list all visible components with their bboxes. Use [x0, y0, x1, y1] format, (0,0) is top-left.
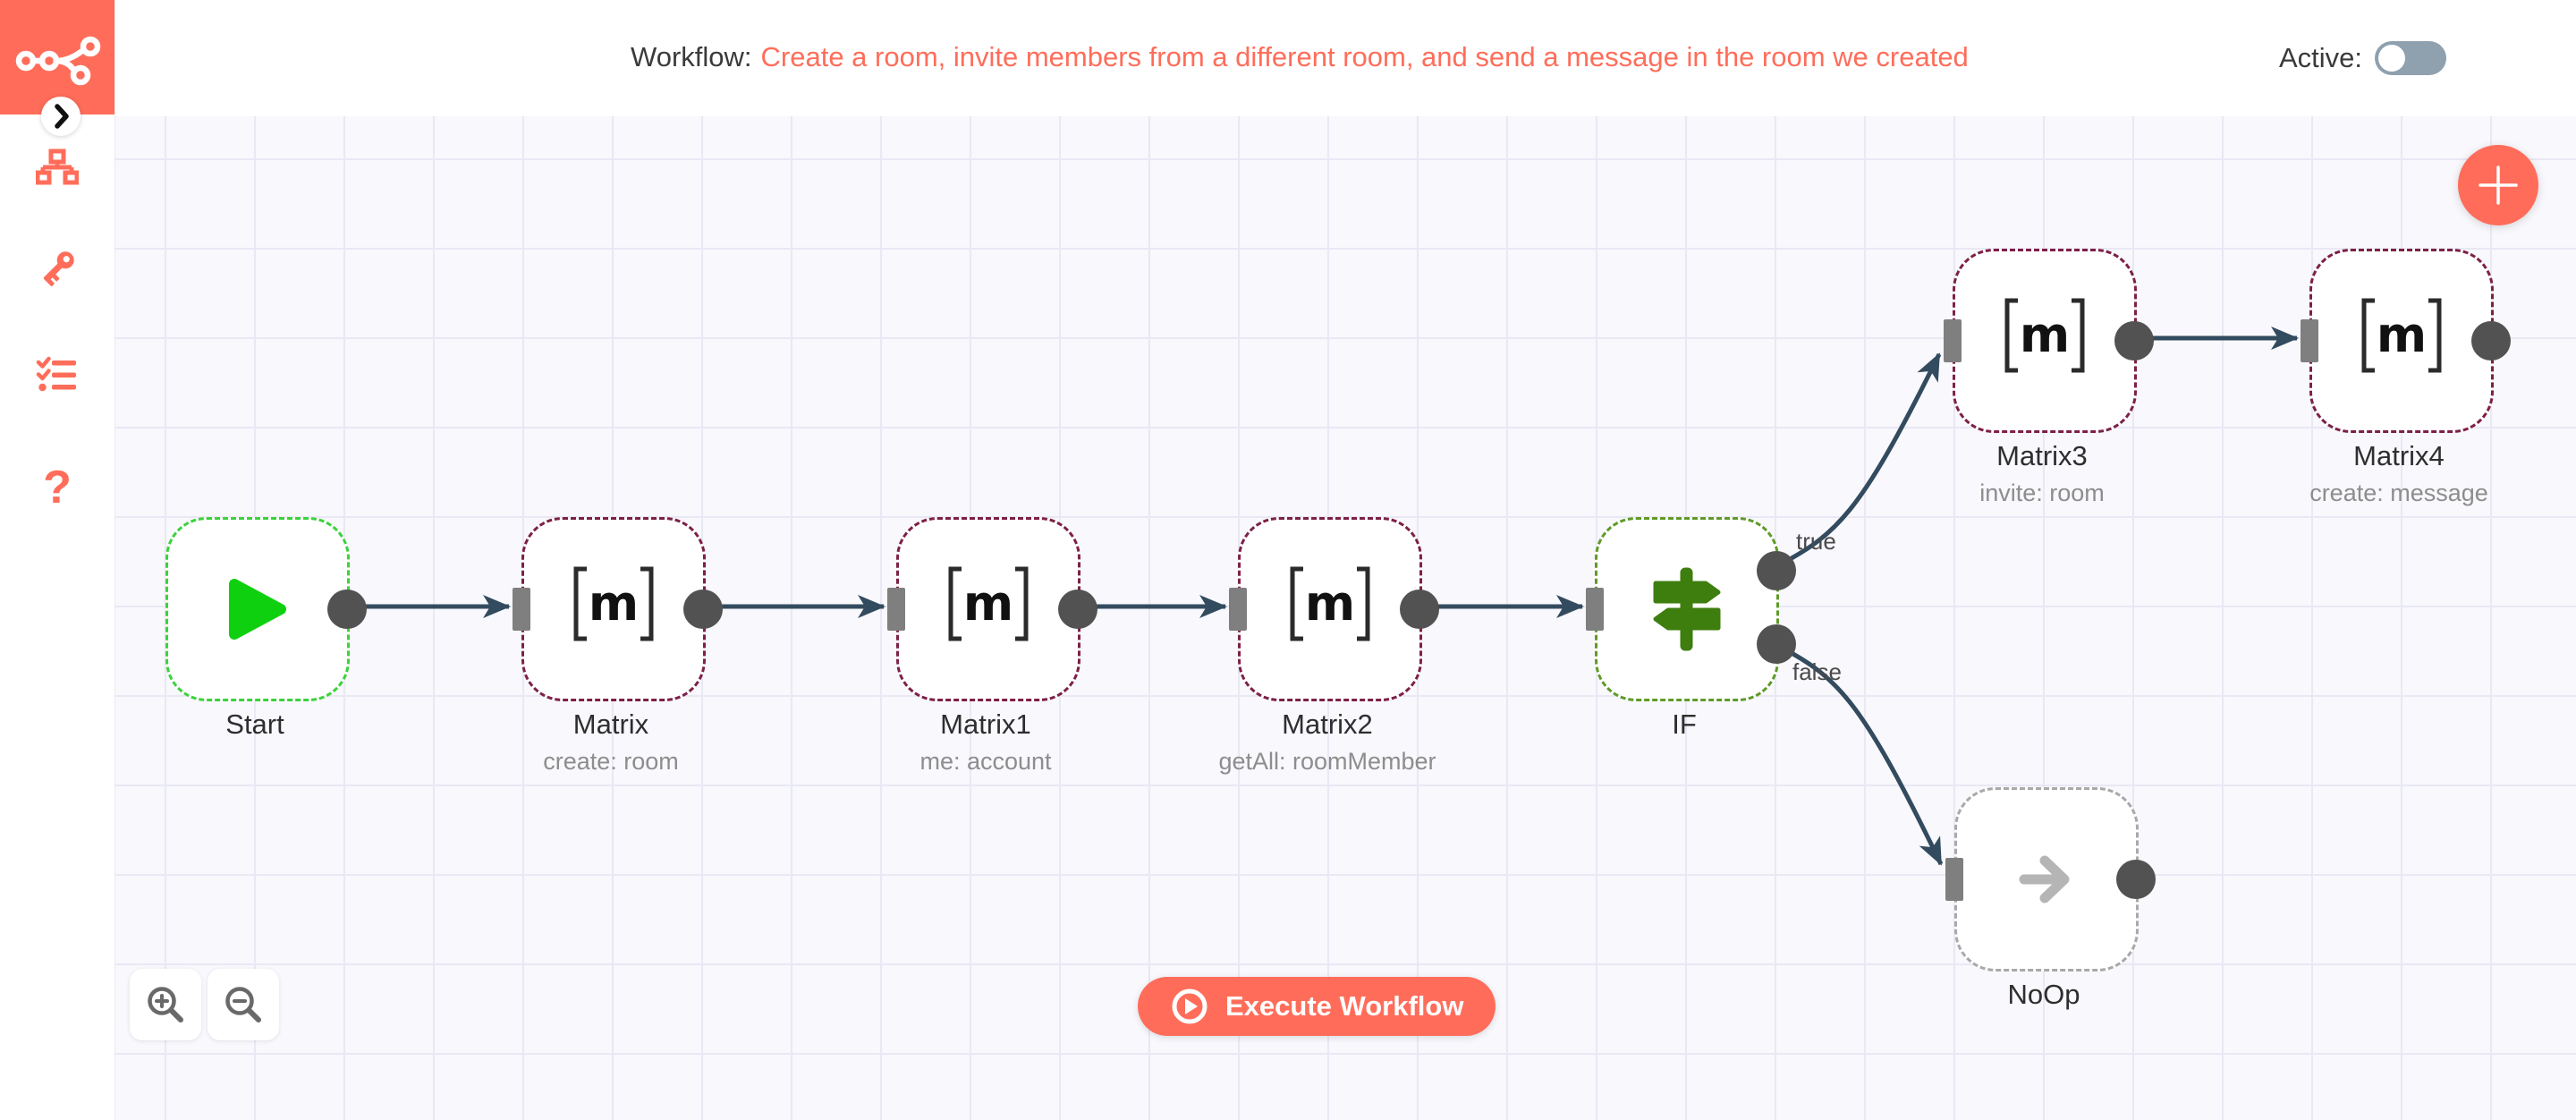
- credentials-key-icon: [43, 251, 74, 287]
- output-endpoint[interactable]: [1400, 590, 1439, 629]
- executions-list-icon: [36, 356, 76, 392]
- zoom-in-icon: [148, 987, 183, 1022]
- node-subtitle: create: message: [2309, 479, 2488, 506]
- sidebar: ?: [0, 0, 115, 1120]
- node-matrix4[interactable]: m: [2301, 246, 2511, 433]
- node-label: NoOp: [2007, 979, 2080, 1010]
- input-port[interactable]: [887, 588, 905, 631]
- connection-if-false-noop[interactable]: [1772, 641, 1944, 866]
- input-port[interactable]: [513, 588, 530, 631]
- play-circle-icon: [1172, 988, 1208, 1024]
- node-subtitle: me: account: [919, 748, 1052, 775]
- play-icon: [168, 520, 347, 699]
- add-node-button[interactable]: [2458, 145, 2538, 225]
- connection-if-true-matrix3[interactable]: [1772, 352, 1942, 571]
- active-control: Active:: [2279, 0, 2446, 116]
- chevron-right-icon: [55, 104, 69, 129]
- branch-label-true: true: [1796, 528, 1836, 555]
- node-label: Matrix3: [1996, 440, 2088, 471]
- node-label: Matrix4: [2353, 440, 2445, 471]
- node-matrix1[interactable]: m: [887, 514, 1097, 701]
- node-start[interactable]: [165, 517, 367, 701]
- node-matrix3[interactable]: m: [1944, 246, 2154, 433]
- output-endpoint[interactable]: [1058, 590, 1097, 629]
- node-subtitle: invite: room: [1979, 479, 2105, 506]
- n8n-logo[interactable]: [0, 0, 114, 115]
- signpost-icon: [1597, 520, 1776, 699]
- node-label: Matrix1: [940, 708, 1031, 740]
- matrix-logo-icon: m: [524, 514, 703, 693]
- output-endpoint[interactable]: [683, 590, 723, 629]
- matrix-logo-icon: m: [899, 514, 1078, 693]
- node-label: Matrix: [572, 708, 649, 740]
- input-port[interactable]: [1229, 588, 1247, 631]
- sidebar-item-executions[interactable]: [36, 354, 79, 397]
- active-label: Active:: [2278, 42, 2362, 73]
- zoom-out-icon: [225, 987, 261, 1022]
- output-endpoint[interactable]: [327, 590, 367, 629]
- svg-text:m: m: [1305, 575, 1355, 632]
- sidebar-item-help[interactable]: ?: [36, 462, 79, 513]
- workflow-canvas[interactable]: Start m Matrix create: room m Matrix1 me…: [114, 116, 2576, 1120]
- plus-icon: [2479, 165, 2518, 205]
- connections-layer: [344, 327, 2299, 866]
- input-port[interactable]: [1586, 588, 1604, 631]
- output-endpoint[interactable]: [2116, 860, 2156, 899]
- matrix-logo-icon: m: [1241, 514, 1419, 693]
- node-matrix2[interactable]: m: [1229, 514, 1439, 701]
- toggle-knob: [2378, 45, 2405, 72]
- sidebar-item-credentials[interactable]: [36, 247, 79, 290]
- output-endpoint[interactable]: [2114, 321, 2154, 361]
- input-port[interactable]: [1944, 319, 1962, 362]
- sidebar-item-workflows[interactable]: [36, 148, 79, 191]
- arrow-right-icon: [1957, 790, 2136, 969]
- help-icon: ?: [43, 462, 72, 513]
- input-port[interactable]: [1945, 858, 1963, 901]
- input-port[interactable]: [2301, 319, 2318, 362]
- matrix-logo-icon: m: [2312, 246, 2491, 425]
- node-matrix[interactable]: m: [513, 514, 723, 701]
- zoom-in-button[interactable]: [130, 969, 201, 1040]
- node-label: Matrix2: [1282, 708, 1373, 740]
- node-label: Start: [225, 708, 284, 740]
- node-subtitle: create: room: [543, 748, 679, 775]
- node-noop[interactable]: [1945, 787, 2156, 972]
- workflow-label: Workflow:: [631, 41, 752, 72]
- header: Workflow: Create a room, invite members f…: [114, 0, 2576, 116]
- workflow-title[interactable]: Workflow: Create a room, invite members f…: [631, 41, 1969, 73]
- svg-text:m: m: [2377, 307, 2427, 363]
- execute-workflow-label: Execute Workflow: [1225, 990, 1464, 1022]
- output-endpoint-true[interactable]: [1757, 551, 1796, 590]
- svg-text:m: m: [963, 575, 1013, 632]
- workflow-name: Create a room, invite members from a dif…: [760, 41, 1969, 72]
- sidebar-collapse-button[interactable]: [41, 97, 80, 136]
- output-endpoint-false[interactable]: [1757, 624, 1796, 664]
- svg-text:m: m: [2020, 307, 2070, 363]
- workflows-icon: [36, 148, 79, 185]
- node-label: IF: [1672, 708, 1697, 740]
- node-if[interactable]: [1586, 517, 1796, 701]
- zoom-out-button[interactable]: [208, 969, 279, 1040]
- n8n-logo-icon: [15, 36, 101, 86]
- execute-workflow-button[interactable]: Execute Workflow: [1138, 977, 1496, 1036]
- branch-label-false: false: [1792, 658, 1842, 685]
- svg-text:m: m: [589, 575, 639, 632]
- node-subtitle: getAll: roomMember: [1218, 748, 1436, 775]
- matrix-logo-icon: m: [1955, 246, 2134, 425]
- output-endpoint[interactable]: [2471, 321, 2511, 361]
- active-toggle[interactable]: [2375, 41, 2446, 75]
